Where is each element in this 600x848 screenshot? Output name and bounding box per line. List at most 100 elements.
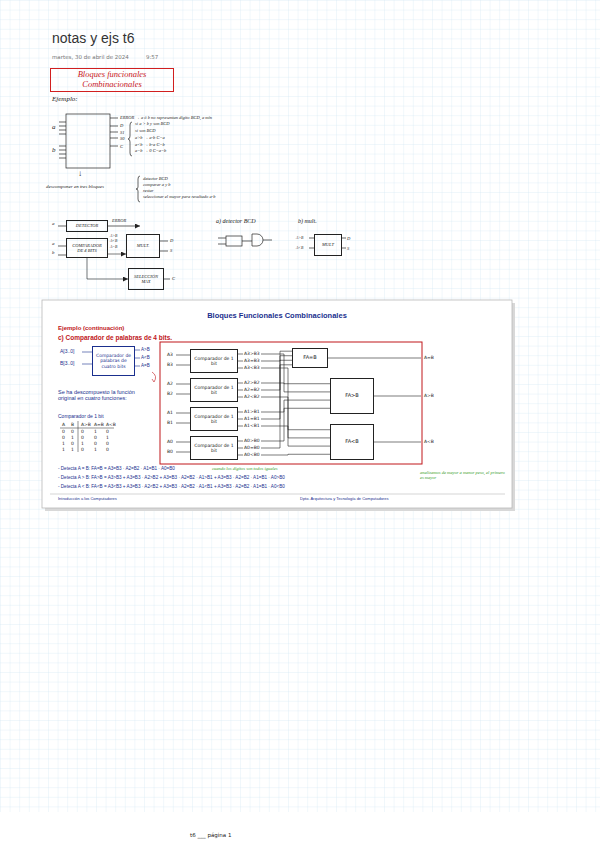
block-label: COMPARADOR DE 4 BITS [69, 243, 105, 253]
signal-name: a [52, 123, 56, 131]
table-cell: A>B [81, 422, 91, 427]
note-text: seleccionar el mayor para resultado a-b [143, 194, 215, 199]
block-label: Comparador de palabras de cuatro bits [95, 353, 132, 369]
decomposition-frame [160, 342, 422, 464]
signal-name: S [170, 248, 172, 253]
block-label: SELECCIÓN MAX [131, 274, 161, 284]
bit-comparator-block: Comparador de 1 bit [190, 407, 238, 431]
signal-name: D [170, 238, 173, 243]
table-cell: 0 [106, 447, 109, 452]
table-cell: 1 [71, 435, 74, 440]
block-label: Bloques funcionales Combinacionales [53, 70, 171, 90]
table-cell: 0 [81, 435, 84, 440]
signal-name: S1 [120, 130, 125, 135]
signal-name: A2=B2 [243, 387, 261, 392]
sketch-block [66, 114, 110, 168]
table-cell: 1 [106, 435, 109, 440]
note-text: si son BCD [135, 128, 156, 133]
table-cell: 0 [62, 429, 65, 434]
sketch-caption: a) detector BCD [216, 218, 256, 225]
signal-wire [87, 258, 128, 279]
signal-name: A0 [167, 439, 173, 444]
block-label: Bloques Funcionales Combinacionales [207, 312, 347, 321]
signal-name: A[3..0] [60, 349, 74, 355]
note-text: comparar a y b [143, 182, 171, 187]
signal-name: C [172, 276, 175, 281]
signal-name: ERROR [112, 218, 126, 223]
signal-wire [238, 408, 330, 441]
note-text: a>b → a-b C=a [135, 135, 165, 140]
bit-comparator-block: Comparador de 1 bit [190, 349, 238, 373]
signal-name: A3>B3 [243, 351, 261, 356]
signal-name: A3 [167, 352, 173, 357]
bcd-sketch-block [226, 236, 242, 246]
equation: - Detecta A > B: FA>B = A3>B3 + A3=B3 · … [58, 475, 285, 480]
signal-name: a [52, 221, 55, 227]
block-label: Comparador de 1 bit [193, 356, 235, 366]
handwritten-note: analizamos de mayor a menor peso, el pri… [420, 470, 505, 480]
signal-name: A2 [167, 381, 173, 386]
signal-name: A>B [110, 234, 117, 238]
table-cell: 0 [106, 441, 109, 446]
slide-footer: Dpto. Arquitectura y Tecnología de Compu… [300, 497, 388, 502]
section-heading: Bloques funcionales Combinacionales [50, 68, 174, 92]
note-text: Ejemplo: [52, 95, 78, 103]
block-label: FA>B [345, 393, 358, 399]
logic-function-block: FA>B [330, 378, 374, 414]
hand-sketch [58, 114, 346, 279]
grid-background [0, 0, 600, 812]
page-title: notas y ejs t6 [52, 30, 135, 46]
comparator-block: COMPARADOR DE 4 BITS [66, 238, 108, 258]
signal-name: A>B [141, 347, 150, 352]
table-cell: 0 [81, 447, 84, 452]
mult-block: MULT [314, 234, 342, 256]
block-label: FA<B [345, 439, 358, 445]
table-cell: 1 [71, 447, 74, 452]
block-label: Comparador de 1 bit [193, 385, 235, 395]
slide-text: Comparador de 1 bit [58, 414, 104, 420]
arrow-glyph: ↓ [78, 169, 82, 178]
signal-name: S [347, 246, 349, 251]
signal-name: A0>B0 [243, 438, 261, 443]
page-footer: t6 ___ página 1 [190, 832, 231, 838]
signal-name: a [52, 241, 55, 247]
table-cell: 0 [71, 429, 74, 434]
and-gate-symbol [252, 234, 263, 246]
signal-name: A3=B3 [243, 358, 261, 363]
signal-name: A=B [141, 363, 150, 368]
signal-name: C [120, 144, 123, 149]
table-cell: A=B [94, 422, 104, 427]
equation: - Detecta A = B: FA=B = A3=B3 · A2=B2 · … [58, 466, 175, 471]
table-cell: 0 [94, 441, 97, 446]
signal-name: A<B [141, 355, 150, 360]
signal-name: b [52, 250, 55, 256]
signal-name: A<B [424, 439, 434, 444]
slide-footer: Introducción a los Computadores [58, 497, 117, 502]
equation: - Detecta A < B: FA<B = A3<B3 + A3=B3 · … [58, 484, 285, 489]
output-wires [160, 241, 168, 251]
output-wire [164, 279, 170, 280]
signal-name: A1>B1 [243, 409, 261, 414]
signal-name: A0=B0 [243, 445, 261, 450]
note-text: descomponer en tres bloques [46, 184, 104, 190]
word-comparator-block: Comparador de palabras de cuatro bits [92, 346, 135, 376]
bit-comparator-block: Comparador de 1 bit [190, 436, 238, 460]
table-cell: 1 [94, 429, 97, 434]
note-text: a=b → 0 C=a=b [135, 148, 166, 153]
detector-block: DETECTOR [66, 220, 108, 232]
table-cell: 0 [94, 435, 97, 440]
brace [128, 122, 132, 156]
handwritten-note: cuando los dígitos son todos iguales [212, 466, 277, 471]
signal-name: A=B [110, 245, 117, 249]
gate-wires [218, 238, 272, 244]
table-cell: 0 [81, 429, 84, 434]
block-label: Comparador de 1 bit [193, 443, 235, 453]
slide-frame [42, 300, 512, 508]
signal-name: A0<B0 [243, 452, 261, 457]
slide-footer-rule [50, 494, 505, 495]
error-wire [108, 226, 140, 227]
output-wires [110, 118, 118, 146]
signal-name: B[3..0] [60, 361, 74, 367]
signal-name: D [120, 123, 123, 128]
block-label: Comparador de 1 bit [193, 414, 235, 424]
